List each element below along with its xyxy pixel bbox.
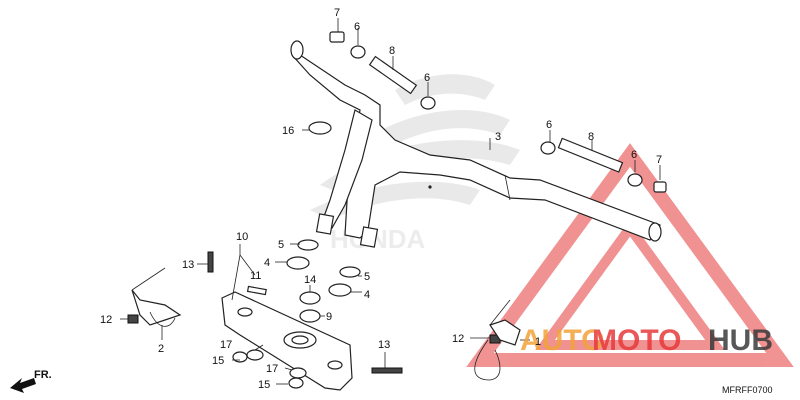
wordmark-auto: AUTO [520, 324, 604, 357]
callout-5-right: 5 [364, 271, 370, 283]
callout-1: 1 [535, 336, 541, 348]
direction-label: FR. [34, 369, 52, 381]
callout-2: 2 [158, 343, 164, 355]
callout-5-left: 5 [278, 239, 284, 251]
callout-8-right: 8 [588, 131, 594, 143]
cable-clamps [131, 289, 521, 381]
callout-4-right: 4 [364, 289, 370, 301]
callout-11: 11 [250, 270, 261, 282]
callout-10: 10 [236, 231, 248, 243]
callout-6-top-a: 6 [354, 21, 360, 33]
handlebar-pipe [290, 40, 662, 248]
leader-lines [120, 18, 661, 385]
callout-4-left: 4 [264, 257, 270, 269]
automotohub-wordmark: AUTO MOTO HUB [520, 324, 773, 357]
automotohub-triangle [466, 143, 794, 367]
callout-17-b: 17 [266, 363, 278, 375]
callout-15-b: 15 [258, 379, 270, 391]
handlebar-holder [221, 291, 353, 391]
honda-wordmark: HONDA [330, 224, 426, 254]
callout-6-right-a: 6 [546, 119, 552, 131]
part-8-shafts [368, 55, 624, 173]
callout-13-left: 13 [182, 259, 194, 271]
callout-12-right: 12 [452, 333, 464, 345]
callout-6-top-b: 6 [424, 72, 430, 84]
callout-15-a: 15 [212, 355, 224, 367]
callout-labels: 7 6 8 6 16 3 6 8 6 7 10 5 4 13 11 14 9 5… [100, 7, 662, 391]
diagram-code: MFRFF0700 [722, 385, 773, 395]
fasteners [127, 31, 667, 389]
wordmark-hub: HUB [708, 324, 773, 357]
callout-12-left: 12 [100, 314, 112, 326]
callout-7-right: 7 [656, 154, 662, 166]
callout-14: 14 [304, 274, 316, 286]
wordmark-moto: MOTO [592, 324, 681, 357]
callout-17-a: 17 [220, 339, 232, 351]
callout-9: 9 [326, 311, 332, 323]
callout-7-top: 7 [334, 7, 340, 19]
callout-3: 3 [495, 131, 501, 143]
callout-8-top: 8 [389, 45, 395, 57]
front-direction-arrow: FR. [10, 369, 52, 393]
callout-16: 16 [282, 125, 294, 137]
callout-6-right-b: 6 [631, 149, 637, 161]
callout-13-right: 13 [378, 339, 390, 351]
